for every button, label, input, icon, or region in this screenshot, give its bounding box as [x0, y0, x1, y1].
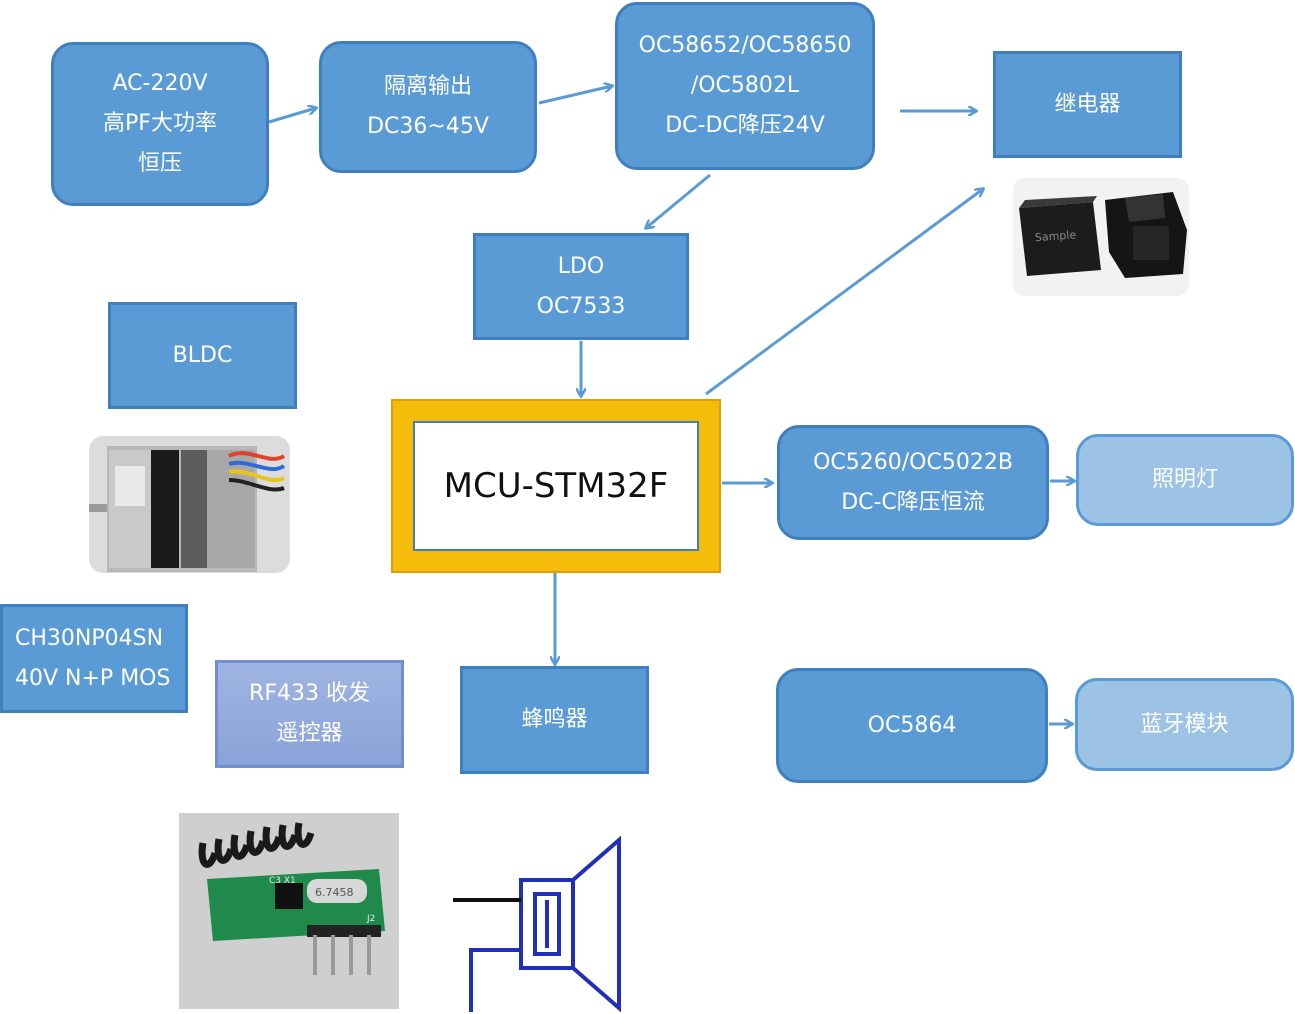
- speaker-icon: [453, 835, 621, 1012]
- dcdc-line-3: DC-DC降压24V: [665, 113, 825, 138]
- crystal-text: 6.7458: [315, 886, 354, 899]
- rf433-line-2: 遥控器: [276, 721, 343, 746]
- led-driver-line-2: DC-C降压恒流: [841, 489, 985, 515]
- motor-illustration: [89, 446, 286, 572]
- dcdc-line-2: /OC5802L: [690, 73, 800, 98]
- node-oc5864: OC5864: [776, 668, 1048, 783]
- lighting-label: 照明灯: [1151, 467, 1218, 492]
- arrow-dcdc-to-ldo: [646, 173, 711, 228]
- node-rf433: RF433 收发 遥控器: [215, 660, 404, 768]
- node-lighting: 照明灯: [1076, 434, 1294, 526]
- rf-j2-label: J2: [366, 914, 375, 924]
- relay-label: 继电器: [1054, 91, 1121, 117]
- bluetooth-label: 蓝牙模块: [1140, 711, 1229, 737]
- isolated-line-2: DC36~45V: [367, 114, 489, 139]
- node-mos: CH30NP04SN 40V N+P MOS: [0, 604, 188, 713]
- ldo-line-1: LDO: [557, 253, 605, 279]
- node-buzzer: 蜂鸣器: [460, 666, 649, 774]
- bldc-label: BLDC: [172, 342, 233, 368]
- mcu-label: MCU-STM32F: [443, 466, 669, 506]
- relay-photo: Sample: [1013, 178, 1189, 296]
- node-isolated-output: 隔离输出 DC36~45V: [319, 41, 537, 173]
- oc5864-label: OC5864: [867, 712, 957, 738]
- bldc-motor-photo: [89, 436, 290, 573]
- buzzer-label: 蜂鸣器: [521, 707, 588, 732]
- relay-sample-text: Sample: [1034, 228, 1076, 244]
- node-bldc: BLDC: [108, 302, 297, 409]
- mos-line-2: 40V N+P MOS: [15, 665, 171, 691]
- arrow-isolated-to-dcdc: [538, 86, 612, 105]
- ac220-line-1: AC-220V: [112, 71, 208, 96]
- node-dcdc: OC58652/OC58650 /OC5802L DC-DC降压24V: [615, 2, 875, 170]
- arrow-mcu-to-relay: [705, 189, 983, 396]
- node-led-driver: OC5260/OC5022B DC-C降压恒流: [777, 425, 1049, 540]
- ac220-line-2: 高PF大功率: [103, 111, 217, 136]
- arrow-ac-to-isolated: [268, 108, 316, 124]
- ac220-line-3: 恒压: [137, 151, 182, 176]
- rf433-line-1: RF433 收发: [249, 681, 370, 706]
- relay-illustration: Sample: [1019, 192, 1187, 278]
- ldo-line-2: OC7533: [536, 293, 626, 319]
- node-relay: 继电器: [993, 51, 1182, 158]
- node-bluetooth: 蓝牙模块: [1075, 678, 1294, 771]
- rf-c3-label: C3 X1: [269, 876, 296, 886]
- mos-line-1: CH30NP04SN: [15, 625, 164, 651]
- rf-module-illustration: 6.7458 C3 X1 J2: [198, 822, 385, 975]
- led-driver-line-1: OC5260/OC5022B: [813, 449, 1013, 475]
- buzzer-symbol: [453, 826, 649, 1012]
- isolated-line-1: 隔离输出: [383, 74, 472, 99]
- dcdc-line-1: OC58652/OC58650: [638, 33, 852, 58]
- rf-module-photo: 6.7458 C3 X1 J2: [179, 813, 399, 1009]
- node-ldo: LDO OC7533: [473, 233, 689, 340]
- node-ac220: AC-220V 高PF大功率 恒压: [51, 42, 269, 206]
- node-mcu: MCU-STM32F: [413, 421, 699, 551]
